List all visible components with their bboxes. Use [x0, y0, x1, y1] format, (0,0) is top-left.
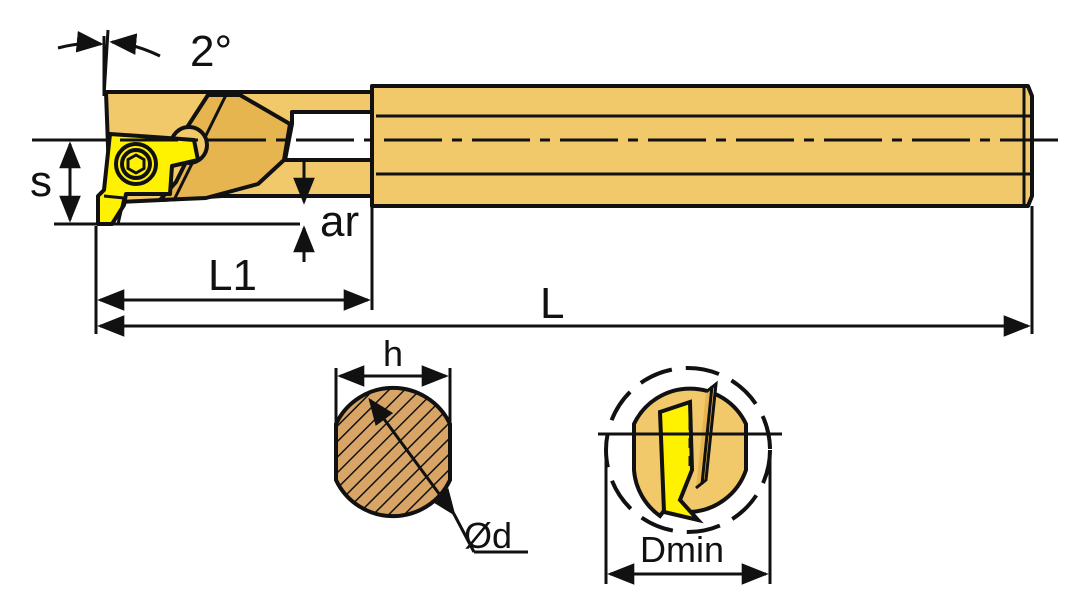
side-view [96, 84, 1034, 226]
min-bore-circle [604, 366, 772, 534]
h-label: h [383, 333, 403, 374]
shank [370, 84, 1034, 208]
s-label: s [30, 157, 52, 206]
ar-label: ar [320, 197, 359, 246]
d-dimension [368, 397, 528, 554]
length-dimensions [94, 206, 1034, 337]
s-dimension [54, 138, 300, 226]
insert-tip-face [103, 194, 126, 225]
d-label: Ød [464, 515, 512, 556]
dmin-label: Dmin [640, 529, 724, 570]
l1-label: L1 [208, 251, 257, 300]
l-label: L [540, 279, 564, 328]
angle-label: 2° [190, 27, 232, 76]
hex-socket-screw-icon [114, 142, 158, 186]
angle-dimension [57, 29, 161, 97]
shank-cross-section [334, 385, 452, 519]
end-view [598, 366, 782, 585]
end-view-insert [657, 399, 704, 524]
